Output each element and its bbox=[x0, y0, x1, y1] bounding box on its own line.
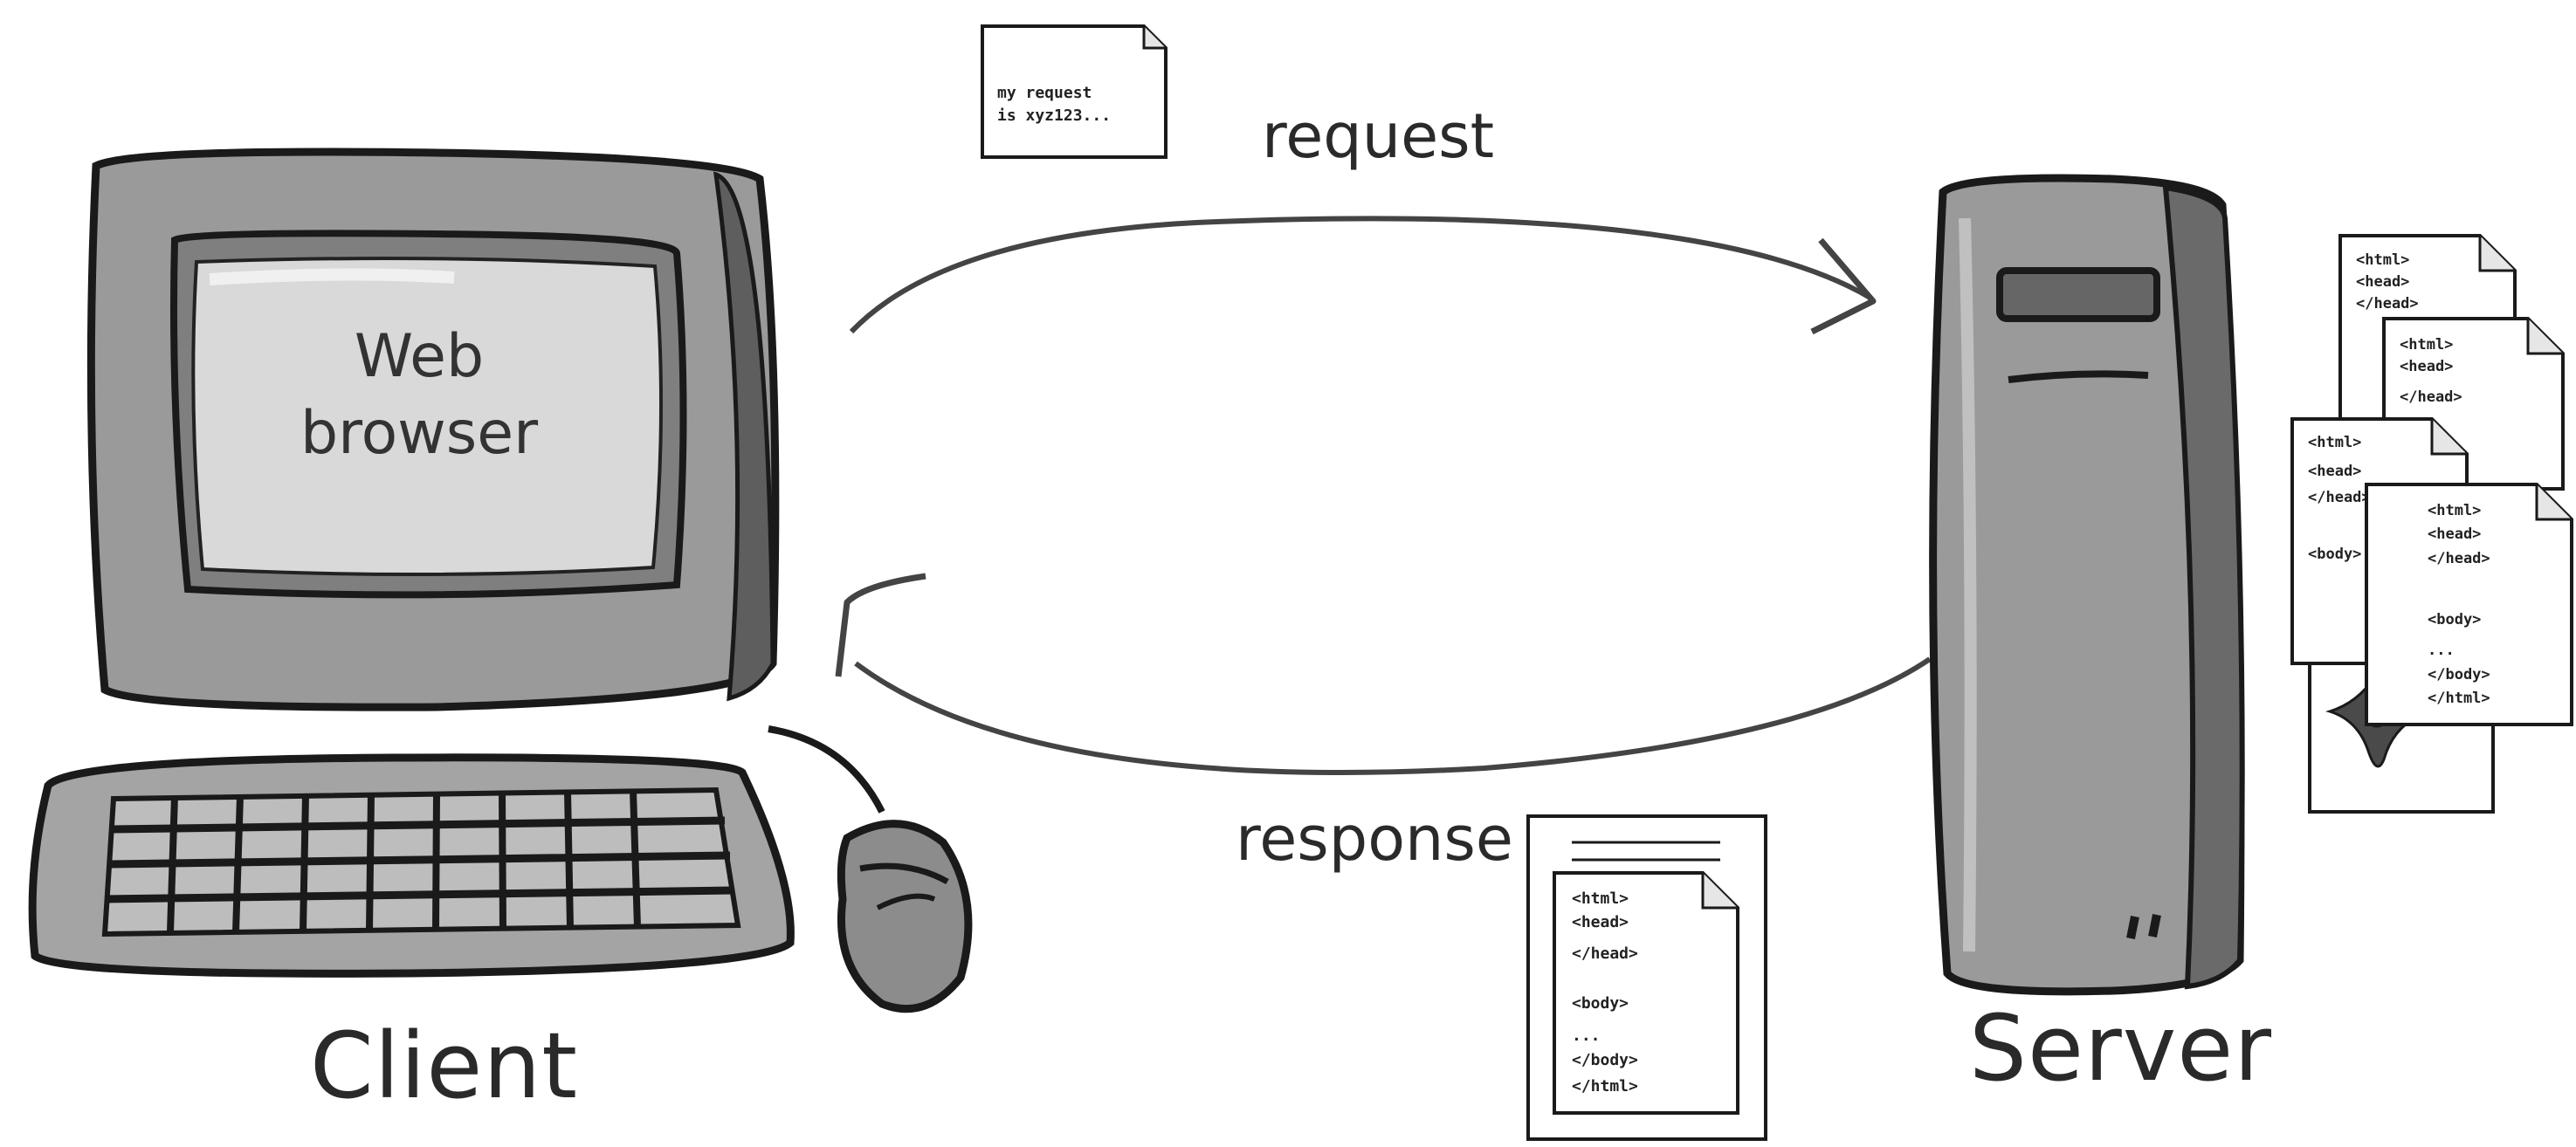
server-tower bbox=[1929, 174, 2245, 996]
svg-text:<body>: <body> bbox=[2428, 611, 2481, 628]
svg-text:<body>: <body> bbox=[2308, 546, 2361, 563]
html-document: <html> <head> </head> <body> ... </body>… bbox=[2365, 483, 2573, 726]
screen-label-line2: browser bbox=[300, 399, 539, 468]
svg-text:<html>: <html> bbox=[2308, 434, 2361, 451]
request-arrow bbox=[849, 216, 1877, 335]
request-note: my request is xyz123... bbox=[981, 24, 1167, 159]
request-note-line2: is xyz123... bbox=[997, 106, 1111, 125]
svg-text:...: ... bbox=[2428, 642, 2455, 659]
response-arrow bbox=[835, 573, 1932, 775]
svg-text:...: ... bbox=[1572, 1027, 1601, 1045]
client-computer bbox=[28, 148, 973, 1013]
svg-text:<html>: <html> bbox=[2428, 502, 2481, 519]
monitor-screen bbox=[191, 257, 664, 577]
svg-text:</head>: </head> bbox=[2400, 388, 2462, 406]
svg-text:</head>: </head> bbox=[2308, 489, 2371, 506]
svg-text:<html>: <html> bbox=[1572, 889, 1629, 908]
request-note-line1: my request bbox=[997, 84, 1092, 102]
server-documents: <html> <head> </head> <html> <head> </he… bbox=[2290, 234, 2573, 814]
request-label: request bbox=[1262, 100, 1495, 172]
svg-text:<head>: <head> bbox=[2428, 525, 2481, 543]
svg-text:</html>: </html> bbox=[1572, 1077, 1638, 1095]
svg-text:</body>: </body> bbox=[2428, 666, 2490, 683]
svg-text:<html>: <html> bbox=[2400, 336, 2453, 354]
svg-text:<html>: <html> bbox=[2356, 251, 2409, 269]
server-label: Server bbox=[1969, 995, 2273, 1102]
mouse bbox=[837, 820, 973, 1013]
screen-label-line1: Web bbox=[354, 322, 485, 391]
svg-text:<head>: <head> bbox=[2400, 358, 2453, 375]
response-document: <html> <head> </head> <body> ... </body>… bbox=[1526, 814, 1767, 1141]
svg-text:</head>: </head> bbox=[1572, 944, 1638, 963]
response-label: response bbox=[1236, 803, 1513, 875]
svg-text:<body>: <body> bbox=[1572, 994, 1629, 1013]
screen-label: Web browser bbox=[288, 319, 550, 472]
client-label: Client bbox=[310, 1013, 579, 1119]
svg-text:<head>: <head> bbox=[1572, 913, 1629, 931]
svg-text:<head>: <head> bbox=[2356, 273, 2409, 291]
svg-text:</head>: </head> bbox=[2356, 295, 2419, 313]
svg-text:</html>: </html> bbox=[2428, 690, 2490, 707]
svg-text:<head>: <head> bbox=[2308, 463, 2361, 480]
svg-text:</body>: </body> bbox=[1572, 1051, 1638, 1069]
svg-text:</head>: </head> bbox=[2428, 550, 2490, 567]
